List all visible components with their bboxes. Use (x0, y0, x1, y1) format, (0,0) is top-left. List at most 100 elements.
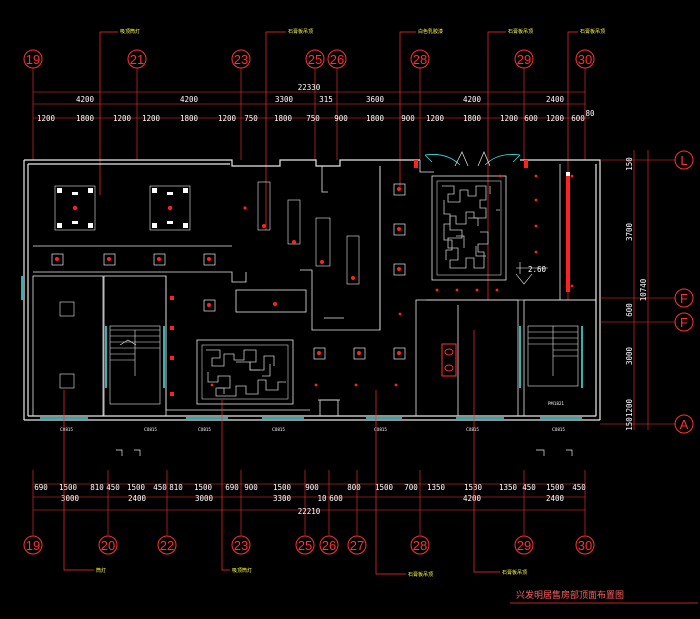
door-arches (454, 151, 491, 167)
dim-value: 3300 (273, 494, 292, 503)
side-axis-lines (600, 150, 676, 430)
dim-value: 80 (585, 109, 595, 118)
dim-value: 1500 (546, 483, 565, 492)
dim-value: 700 (404, 483, 418, 492)
axis-label: F (680, 315, 688, 330)
dim-value: 3600 (366, 95, 385, 104)
window-tag: C0815 (374, 427, 387, 432)
bottom-detail-dimensions: 690 1500 810 450 1500 450 810 1500 690 9… (34, 483, 586, 492)
note-label: 筒灯 (96, 567, 106, 574)
dim-value: 600 (625, 303, 634, 317)
bottom-axis-23: 23 (231, 535, 251, 555)
dim-value: 450 (522, 483, 536, 492)
top-axis-28: 28 (410, 49, 430, 69)
bottom-axis-22: 22 (157, 535, 177, 555)
axis-label: 30 (578, 52, 592, 67)
side-axis-A: A (674, 414, 694, 434)
window-tag: C0815 (60, 427, 73, 432)
window-tag: C0815 (552, 427, 565, 432)
note-label: 石膏板吊顶 (508, 28, 533, 35)
top-detail-dimensions: 1200 1800 1200 1200 1800 1200 750 1800 7… (37, 109, 595, 123)
dim-value: 1350 (427, 483, 446, 492)
bottom-note-leaders (63, 330, 500, 575)
note-label: 吸顶筒灯 (120, 28, 140, 35)
dim-value: 810 (90, 483, 104, 492)
bottom-axis-20: 20 (98, 535, 118, 555)
dim-value: 450 (572, 483, 586, 492)
dim-value: 2400 (128, 494, 147, 503)
top-axis-23: 23 (231, 49, 251, 69)
dim-value: 900 (244, 483, 258, 492)
dim-value: 1500 (273, 483, 292, 492)
dim-value: 600 (329, 494, 343, 503)
axis-label: 23 (234, 52, 248, 67)
top-axis-29: 29 (514, 49, 534, 69)
dim-value: 4200 (76, 95, 95, 104)
axis-label: A (680, 417, 689, 432)
axis-label: L (680, 153, 687, 168)
dim-value: 10 (317, 494, 327, 503)
top-axis-26: 26 (327, 49, 347, 69)
interior-walls (32, 160, 597, 417)
dim-value: 1800 (366, 114, 385, 123)
ceiling-lights (51, 174, 574, 389)
dim-value: 1200 (218, 114, 237, 123)
window-tag: C0815 (144, 427, 157, 432)
wall-light-strips (170, 160, 570, 396)
top-mid-dimensions: 4200 4200 3300 315 3600 4200 2400 (76, 95, 565, 104)
maze-ceiling-right (431, 175, 507, 281)
elevation-marker: 2.60 (515, 262, 548, 285)
side-axis-L: L (674, 150, 694, 170)
dim-value: 150 (625, 157, 634, 171)
side-total-dimension: 10740 (639, 278, 648, 301)
dim-value: 810 (169, 483, 183, 492)
window-tag: C0815 (272, 427, 285, 432)
dim-value: 900 (334, 114, 348, 123)
dim-value: 900 (401, 114, 415, 123)
dim-value: 1500 (59, 483, 78, 492)
bottom-total-dimension: 22210 (298, 507, 321, 516)
top-axis-30: 30 (575, 49, 595, 69)
axis-label: 20 (101, 538, 115, 553)
dim-value: 1200 (37, 114, 56, 123)
stair-right (527, 325, 579, 387)
drawing-title: 兴发明居售房部顶面布置图 (510, 589, 698, 604)
axis-label: 29 (517, 52, 531, 67)
axis-label: 23 (234, 538, 248, 553)
bottom-axis-28: 28 (410, 535, 430, 555)
dim-value: 4200 (463, 494, 482, 503)
dim-value: 1200 (546, 114, 565, 123)
bottom-axis-lines (32, 470, 586, 535)
axis-label: 26 (322, 538, 336, 553)
side-dimensions: 150 3700 600 3000 1200 150 10740 (625, 157, 648, 431)
stair-left (109, 325, 161, 405)
bottom-axis-29: 29 (514, 535, 534, 555)
top-axis-21: 21 (127, 49, 147, 69)
dim-value: 800 (347, 483, 361, 492)
dim-value: 1500 (375, 483, 394, 492)
dim-value: 1200 (113, 114, 132, 123)
axis-label: 28 (413, 538, 427, 553)
top-dimension-lines (33, 91, 590, 119)
dim-value: 4200 (180, 95, 199, 104)
dim-value: 2400 (546, 494, 565, 503)
axis-label: 19 (26, 538, 40, 553)
dim-value: 1200 (625, 398, 634, 417)
dim-value: 1800 (274, 114, 293, 123)
entrance-door (424, 154, 521, 166)
dim-value: 690 (225, 483, 239, 492)
axis-label: 30 (578, 538, 592, 553)
dim-value: 750 (306, 114, 320, 123)
dim-value: 3300 (275, 95, 294, 104)
dim-value: 3000 (625, 346, 634, 365)
note-label: 石膏板吊顶 (408, 571, 433, 578)
top-axis-19: 19 (23, 49, 43, 69)
dim-value: 1800 (76, 114, 95, 123)
axis-label: 29 (517, 538, 531, 553)
axis-label: 27 (350, 538, 364, 553)
top-note-leaders (99, 31, 578, 300)
bottom-dimension-lines (33, 483, 585, 511)
dim-value: 1200 (426, 114, 445, 123)
bottom-axis-25: 25 (295, 535, 315, 555)
